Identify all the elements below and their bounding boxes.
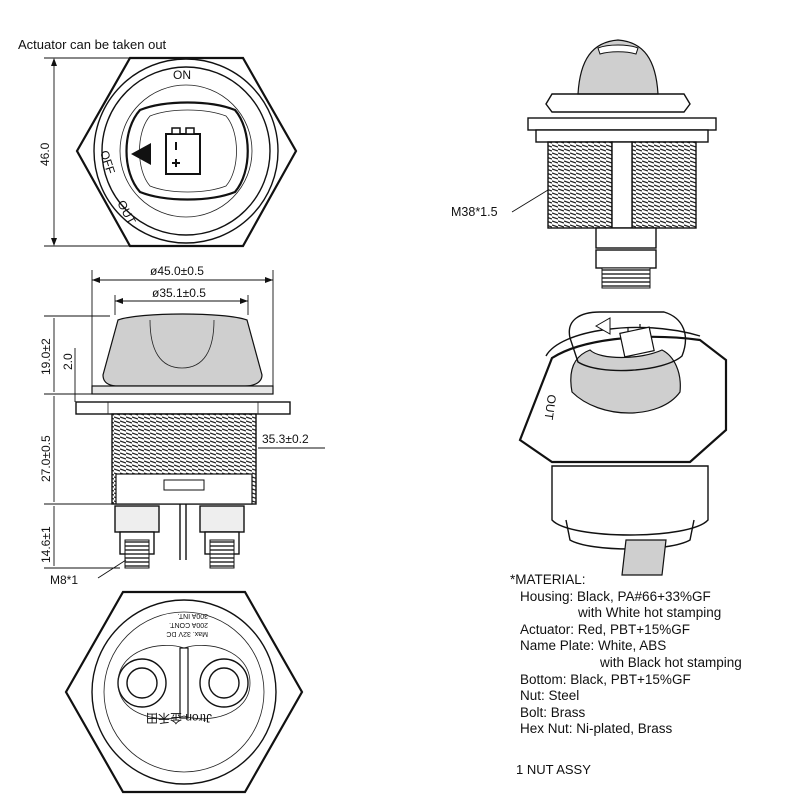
front-inner-ring xyxy=(101,66,271,236)
isometric-view: OUT xyxy=(518,311,728,576)
engraving-line: Max. 32V DC xyxy=(166,630,208,637)
brand-engraving: Jtron 金禾田 xyxy=(146,711,212,726)
bottom-boss-right xyxy=(199,658,249,708)
dim-arrow xyxy=(51,238,57,246)
actuator-cap xyxy=(102,313,263,387)
iso-battery-icon xyxy=(619,324,655,358)
height-dim-text: 46.0 xyxy=(38,142,52,166)
materials-title: *MATERIAL: xyxy=(510,572,586,587)
actuator-note: Actuator can be taken out xyxy=(18,37,167,52)
dim-arrow xyxy=(92,277,100,283)
outer-dia-text: ø45.0±0.5 xyxy=(150,264,204,278)
bottom-pad xyxy=(117,645,251,720)
plate-thk-text: 2.0 xyxy=(61,353,75,370)
material-line: Nut: Steel xyxy=(520,688,580,704)
right-center-gap xyxy=(611,141,633,229)
iso-out-label: OUT xyxy=(541,394,558,422)
material-line: Hex Nut: Ni-plated, Brass xyxy=(520,721,673,737)
cap-highlight xyxy=(597,44,639,55)
right-top-plate xyxy=(527,117,717,131)
dim-arrow xyxy=(240,298,248,304)
cap-ridge xyxy=(149,319,215,369)
side-view: ø45.0±0.5 ø35.1±0.5 xyxy=(39,264,325,587)
material-line: Actuator: Red, PBT+15%GF xyxy=(520,621,690,637)
bottom-engraving: Max. 32V DC 200A CONT. 300A INT. xyxy=(166,612,208,637)
right-stud-nut xyxy=(595,249,657,269)
cap-height-text: 19.0±2 xyxy=(39,338,53,375)
front-knob xyxy=(125,101,249,201)
materials-block: *MATERIAL: Housing: Black, PA#66+33%GF w… xyxy=(510,572,742,738)
front-hex-outline xyxy=(75,56,298,248)
front-knob-ring xyxy=(119,84,253,218)
iso-threaded-body xyxy=(551,465,709,536)
bottom-hex-outline xyxy=(64,590,304,794)
stud-leader xyxy=(97,559,127,579)
material-line: Bolt: Brass xyxy=(520,704,586,720)
right-side-view: M38*1.5 xyxy=(451,39,717,289)
front-view: ON OFF OUT 46.0 xyxy=(38,56,298,248)
right-actuator-cap xyxy=(577,39,659,95)
thread-callout-text: M38*1.5 xyxy=(451,205,498,219)
right-stud-thread xyxy=(601,267,651,289)
triangle-arrow-icon xyxy=(131,143,151,165)
body-height-text: 27.0±0.5 xyxy=(39,435,53,482)
off-label: OFF xyxy=(97,149,118,176)
top-plate xyxy=(91,385,274,395)
iso-terminal xyxy=(621,539,667,576)
right-thread-left xyxy=(547,141,613,229)
engraving-line: 300A INT. xyxy=(178,612,208,619)
thread-dia-text: 35.3±0.2 xyxy=(262,432,309,446)
assy-note: 1 NUT ASSY xyxy=(516,762,591,777)
stud-text: M8*1 xyxy=(50,573,78,587)
bottom-outer-ring xyxy=(91,599,277,785)
material-line: Name Plate: White, ABS xyxy=(520,638,667,654)
material-line: with White hot stamping xyxy=(578,605,722,621)
inner-dia-text: ø35.1±0.5 xyxy=(152,286,206,300)
right-knob-base xyxy=(545,93,691,113)
bottom-view: Max. 32V DC 200A CONT. 300A INT. Jtron 金… xyxy=(64,590,304,794)
bottom-hole-right xyxy=(208,667,240,699)
right-stud-nut xyxy=(595,227,657,249)
bottom-inner-ring xyxy=(103,611,265,773)
iso-knob-top xyxy=(568,311,687,372)
right-thread-right xyxy=(631,141,697,229)
iso-arrow-icon xyxy=(594,317,611,335)
bottom-tab xyxy=(163,479,205,491)
thread-callout-leader xyxy=(511,189,549,213)
material-line: with Black hot stamping xyxy=(600,654,742,670)
terminal-stud-left xyxy=(114,505,160,569)
engraving-line: 200A CONT. xyxy=(169,621,208,628)
dim-arrow xyxy=(51,58,57,66)
right-nut xyxy=(535,129,709,143)
iso-knob-collar xyxy=(570,349,681,414)
material-line: Housing: Black, PA#66+33%GF xyxy=(520,588,711,604)
dim-arrow xyxy=(115,298,123,304)
dim-arrow xyxy=(265,277,273,283)
bottom-hole-left xyxy=(126,667,158,699)
terminal-stud-right xyxy=(199,505,245,569)
battery-icon xyxy=(165,127,201,175)
material-line: Bottom: Black, PBT+15%GF xyxy=(520,671,691,687)
front-outer-ring xyxy=(93,58,279,244)
front-knob-inner xyxy=(139,109,237,193)
bottom-divider xyxy=(179,647,189,719)
on-label: ON xyxy=(173,68,191,82)
bottom-boss-left xyxy=(117,658,167,708)
stud-height-text: 14.6±1 xyxy=(39,526,53,563)
